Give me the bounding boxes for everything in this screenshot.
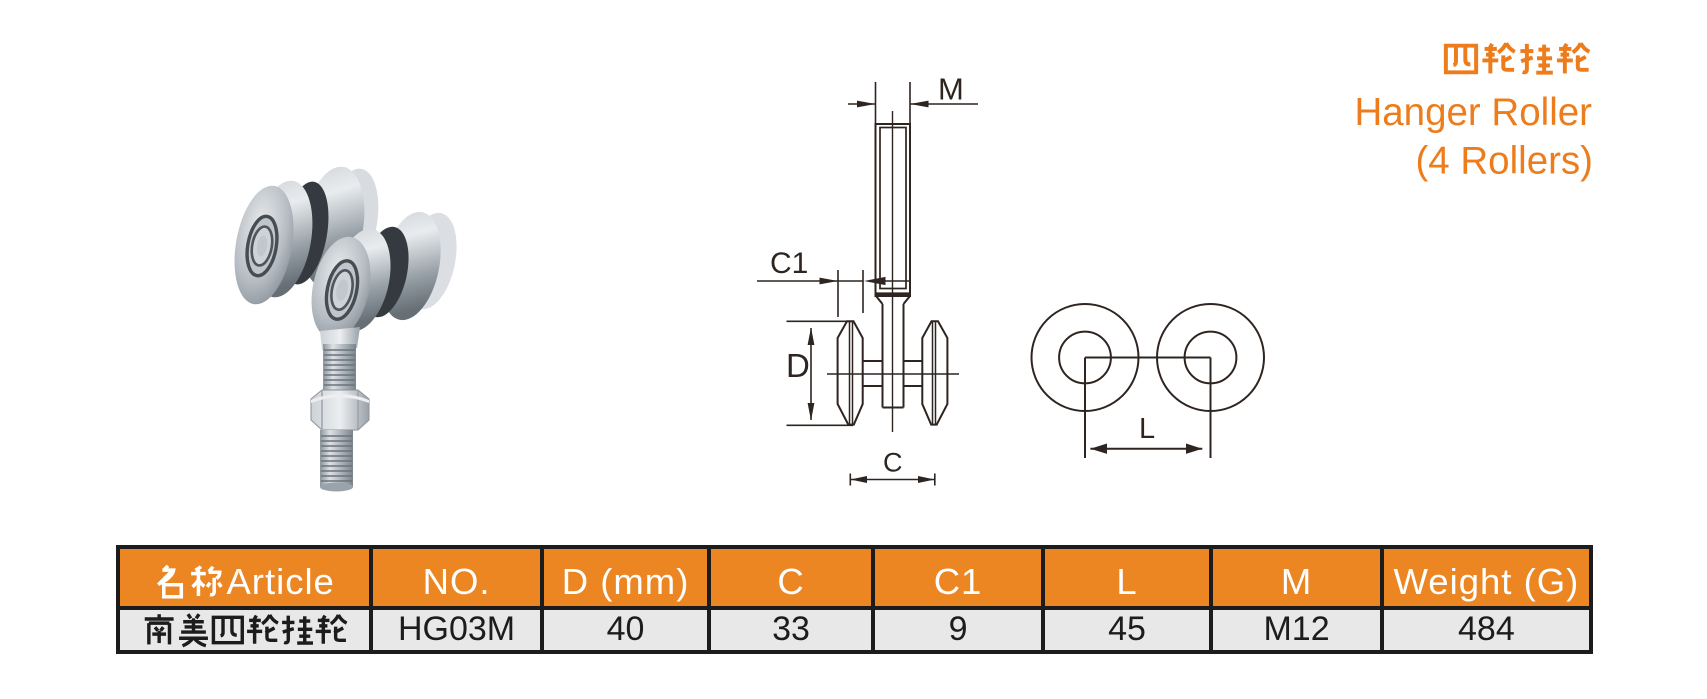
svg-text:C: C [883,448,903,478]
svg-text:Hanger Roller: Hanger Roller [1354,91,1592,134]
svg-text:M: M [938,72,964,107]
svg-text:(4 Rollers): (4 Rollers) [1415,140,1593,183]
svg-text:C1: C1 [770,247,808,280]
svg-text:L: L [1139,413,1155,445]
svg-text:D: D [786,347,810,384]
